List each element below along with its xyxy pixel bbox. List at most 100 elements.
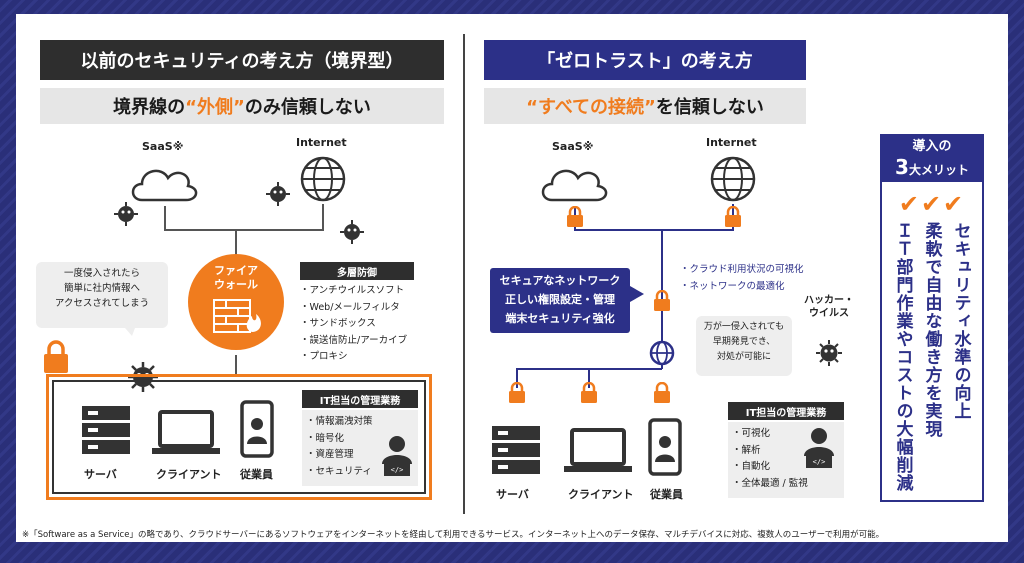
connector [322, 204, 324, 230]
check-icons: ✔✔✔ [898, 190, 966, 218]
bubble-tail [118, 320, 138, 336]
right-server-label: サーバ [496, 488, 529, 501]
right-subtitle: “すべての接続”を信頼しない [484, 88, 806, 124]
right-subtitle-em: “すべての接続” [526, 97, 656, 118]
perimeter-inner [52, 380, 426, 494]
list-item: ・自動化 [732, 461, 771, 472]
virus-icon [340, 220, 364, 244]
connector [235, 355, 237, 375]
cloud-benefit-list: ・クラウド利用状況の可視化 ・ネットワークの最適化 [680, 262, 804, 295]
merits-head-suffix: 大メリット [908, 163, 969, 177]
bubble-line: 早期発見でき、 [712, 337, 776, 347]
firewall-label-1: ファイア [214, 264, 258, 277]
list-item: ・情報漏洩対策 [306, 416, 373, 427]
hacker-label-2: ウイルス [809, 308, 849, 319]
brick-wall-icon [213, 299, 261, 333]
secure-line: セキュアなネットワーク [499, 274, 621, 287]
lock-icon [654, 382, 670, 403]
bubble-line: 簡単に社内情報へ [63, 283, 140, 294]
merit-2: 柔軟で自由な働き方を実現 [921, 222, 942, 438]
merits-head: 導入の 3大メリット [880, 134, 984, 182]
lock-icon [567, 206, 583, 227]
it-worker-icon: </> [382, 436, 412, 476]
intrusion-bubble: 一度侵入されたら 簡単に社内情報へ アクセスされてしまう [36, 262, 168, 328]
left-it-list: ・情報漏洩対策 ・暗号化 ・資産管理 ・セキュリティ [306, 414, 373, 480]
globe-icon [710, 156, 756, 202]
list-item: ・誤送信防止/アーカイブ [300, 334, 408, 346]
merits-head-line1: 導入の [912, 139, 952, 154]
merits-head-line2: 3大メリット [880, 156, 984, 181]
list-item: ・暗号化 [306, 432, 345, 444]
right-saas-label: SaaS※ [552, 140, 594, 153]
perimeter-box [46, 374, 432, 500]
center-divider [463, 34, 465, 514]
connector [235, 229, 237, 255]
defense-title: 多層防御 [300, 262, 414, 280]
right-it-title: IT担当の管理業務 [728, 402, 844, 420]
left-it-title: IT担当の管理業務 [302, 390, 418, 408]
list-item: ・クラウド利用状況の可視化 [680, 264, 804, 275]
lock-icon [509, 382, 525, 403]
merits-number: 3 [895, 155, 909, 179]
connector [164, 206, 166, 230]
connector [574, 229, 734, 231]
cloud-icon [541, 169, 608, 202]
merits-box [880, 134, 984, 502]
list-item: ・プロキシ [300, 351, 348, 362]
left-subtitle-pre: 境界線の [113, 97, 186, 118]
merit-1: セキュリティ水準の向上 [950, 222, 971, 420]
left-subtitle: 境界線の“外側”のみ信頼しない [40, 88, 444, 124]
lock-icon [654, 290, 670, 311]
left-employee-label: 従業員 [240, 468, 273, 481]
svg-text:</>: </> [391, 466, 404, 474]
right-it-list: ・可視化 ・解析 ・自動化 ・全体最適 / 監視 [732, 426, 808, 492]
laptop-icon [152, 410, 220, 454]
phone-icon [648, 418, 682, 476]
list-item: ・ネットワークの最適化 [680, 280, 785, 292]
right-employee-label: 従業員 [650, 488, 683, 501]
connector [588, 368, 590, 388]
phone-icon [240, 400, 274, 458]
hacker-label-1: ハッカー・ [804, 295, 854, 306]
svg-text:</>: </> [813, 458, 826, 466]
right-client-label: クライアント [568, 488, 634, 501]
list-item: ・資産管理 [306, 449, 354, 460]
bubble-line: 対処が可能に [716, 352, 771, 362]
virus-icon [114, 202, 138, 226]
firewall-label-2: ウォール [214, 278, 258, 291]
laptop-icon [564, 428, 632, 472]
globe-icon [300, 156, 346, 202]
server-icon [492, 426, 540, 474]
right-header: 「ゼロトラスト」の考え方 [484, 40, 806, 80]
left-subtitle-post: のみ信頼しない [244, 97, 371, 118]
bubble-line: 万が一侵入されても [703, 322, 785, 332]
firewall-label: ファイア ウォール [188, 264, 284, 292]
left-client-label: クライアント [156, 468, 222, 481]
footnote: ※「Software as a Service」の略であり、クラウドサーバーにあ… [22, 530, 885, 540]
list-item: ・全体最適 / 監視 [732, 477, 808, 489]
early-detection-bubble: 万が一侵入されても 早期発見でき、 対処が可能に [696, 316, 792, 376]
lock-icon [725, 206, 741, 227]
left-saas-label: SaaS※ [142, 140, 184, 153]
connector [516, 368, 518, 388]
left-subtitle-em: “外側” [185, 97, 245, 118]
network-hub-icon [649, 340, 675, 366]
list-item: ・Web/メールフィルタ [300, 301, 400, 313]
connector [164, 229, 324, 231]
merit-3: ＩＴ部門作業やコストの大幅削減 [892, 222, 913, 492]
left-internet-label: Internet [296, 136, 347, 149]
bubble-line: アクセスされてしまう [54, 298, 150, 309]
secure-line: 正しい権限設定・管理 [505, 293, 615, 306]
virus-icon [816, 340, 842, 366]
cloud-icon [131, 169, 198, 202]
it-worker-icon: </> [804, 428, 834, 468]
virus-icon [266, 182, 290, 206]
lock-icon [581, 382, 597, 403]
firewall-circle [188, 254, 284, 350]
box-pointer [630, 286, 644, 302]
left-server-label: サーバ [84, 468, 117, 481]
hacker-label: ハッカー・ ウイルス [804, 294, 854, 320]
defense-list: ・アンチウイルスソフト ・Web/メールフィルタ ・サンドボックス ・誤送信防止… [300, 283, 407, 366]
bubble-line: 一度侵入されたら [63, 268, 140, 279]
list-item: ・解析 [732, 444, 761, 456]
